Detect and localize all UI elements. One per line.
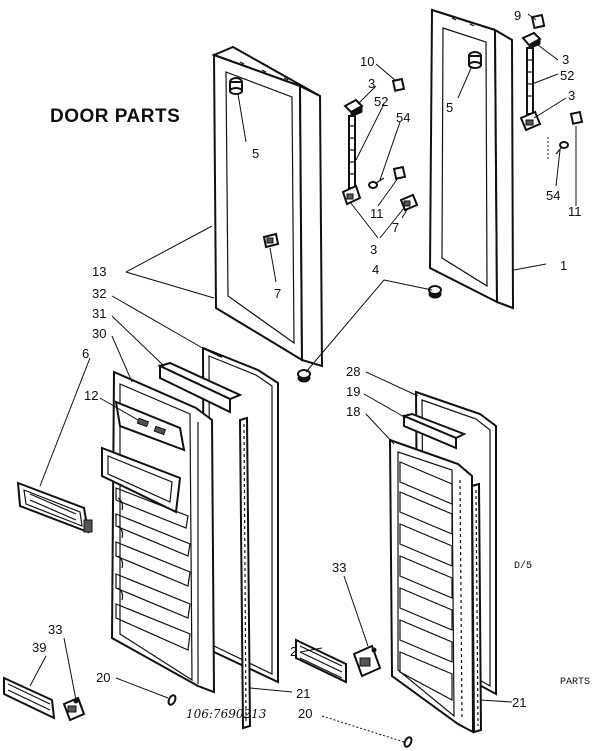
callout-label: 1 — [560, 258, 567, 273]
callout-label: 5 — [252, 146, 259, 161]
lower-hinge-bracket-center — [399, 193, 419, 212]
leader-lines — [29, 13, 577, 743]
callout-label: 20 — [96, 670, 110, 685]
callout-label: 5 — [446, 100, 453, 115]
callout-label: 39 — [32, 640, 46, 655]
right-handle-bracket — [352, 644, 382, 678]
hinge-screw-54-left — [368, 177, 385, 189]
left-door-side-trim — [238, 416, 252, 730]
callout-label: 52 — [374, 94, 388, 109]
callout-label: 13 — [92, 264, 106, 279]
callout-label: 19 — [346, 384, 360, 399]
callout-label: 3 — [368, 76, 375, 91]
hinge-screw-54-right — [555, 141, 569, 155]
serial-number: 106:7690213 — [186, 707, 267, 721]
diagram-title: DOOR PARTS — [50, 106, 180, 127]
diagram-code: D/5 — [514, 560, 532, 572]
right-door-handle — [295, 638, 347, 684]
hinge-rod-center — [341, 98, 364, 206]
dispenser-trim-bar — [16, 481, 93, 534]
hinge-shim-10 — [391, 77, 406, 92]
callout-label: 6 — [82, 346, 89, 361]
callout-label: 11 — [370, 206, 384, 221]
hinge-rod-right — [519, 31, 542, 132]
right-door-breaker-strip — [400, 412, 467, 450]
callout-label: 32 — [92, 286, 106, 301]
callout-label: 28 — [346, 364, 360, 379]
callout-label: 52 — [560, 68, 574, 83]
hinge-bushing-right-door — [468, 51, 482, 69]
hinge-shim-9 — [530, 13, 546, 30]
hinge-shim-11-right — [569, 110, 584, 125]
callout-label: 2 — [290, 644, 297, 659]
callout-label: 54 — [396, 110, 410, 125]
callout-label: 18 — [346, 404, 360, 419]
callout-label: 3 — [370, 242, 377, 257]
callout-label: 30 — [92, 326, 106, 341]
callout-label: 33 — [332, 560, 346, 575]
callout-label: 21 — [296, 686, 310, 701]
left-outer-door-panel — [211, 45, 324, 368]
callout-label: 20 — [298, 706, 312, 721]
lower-hinge-bracket-left-door — [262, 232, 280, 249]
callout-label: 21 — [512, 695, 526, 710]
right-door-side-trim — [470, 482, 483, 734]
right-door-liner — [388, 438, 475, 734]
hinge-cap-4-right — [428, 285, 442, 299]
right-outer-door-panel — [428, 8, 515, 310]
callout-label: 11 — [568, 204, 582, 219]
callout-label: 7 — [274, 286, 281, 301]
callout-label: 3 — [568, 88, 575, 103]
left-door-liner — [101, 370, 216, 694]
callout-label: 31 — [92, 306, 106, 321]
left-door-screw-20 — [167, 694, 177, 706]
hinge-cap-4-left — [297, 369, 311, 383]
callout-label: 33 — [48, 622, 62, 637]
callout-label: 10 — [360, 54, 374, 69]
callout-label: 3 — [562, 52, 569, 67]
left-door-breaker-strip — [157, 361, 243, 414]
parts-label: PARTS — [560, 677, 590, 688]
callout-label: 54 — [546, 188, 560, 203]
left-door-handle — [3, 676, 56, 720]
callout-label: 7 — [392, 220, 399, 235]
hinge-shim-11-left — [392, 165, 407, 180]
hinge-bushing-left-door — [229, 77, 243, 95]
left-handle-bracket — [62, 696, 86, 722]
right-door-screw-20 — [403, 736, 413, 748]
callout-label: 9 — [514, 8, 521, 23]
callout-label: 12 — [84, 388, 98, 403]
callout-label: 4 — [372, 262, 379, 277]
